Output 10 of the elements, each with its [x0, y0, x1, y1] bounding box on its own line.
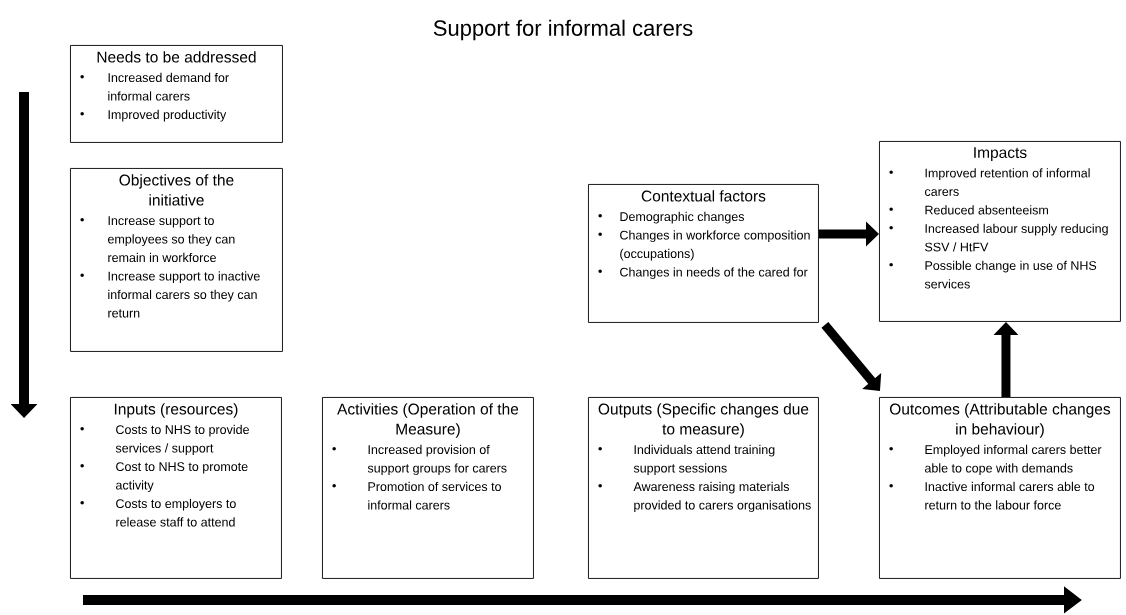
title: Support for informal carers: [433, 19, 693, 41]
text-box: Outcomes (Attributable changes in behaviour) Employed informal carers better able to cope with demands Inactive informal carers able to return to the labour force: [879, 397, 1121, 579]
text-box: Outputs (Specific changes due to measure) Individuals attend training support sessions Awareness raising materials provided to carers organisations: [588, 397, 819, 579]
arrow: [821, 322, 882, 391]
text-box: Impacts Improved retention of informal carers Reduced absenteeism Increased labour supply reducing SSV / HtFV Possible change in use of NHS services: [879, 141, 1121, 322]
text-box: Objectives of the initiative Increase support to employees so they can remain in workforce Increase support to inactive informal carers so they can return: [70, 168, 283, 352]
text-box: Inputs (resources) Costs to NHS to provide services / support Cost to NHS to promote activity Costs to employers to release staff to attend: [70, 397, 282, 579]
text-box: Needs to be addressed Increased demand for informal carers Improved productivity: [70, 45, 283, 143]
text-box: Contextual factors Demographic changes Changes in workforce composition (occupations) Changes in needs of the cared for: [588, 184, 819, 323]
text-box: Activities (Operation of the Measure) Increased provision of support groups for carers Promotion of services to informal carers: [322, 397, 534, 579]
